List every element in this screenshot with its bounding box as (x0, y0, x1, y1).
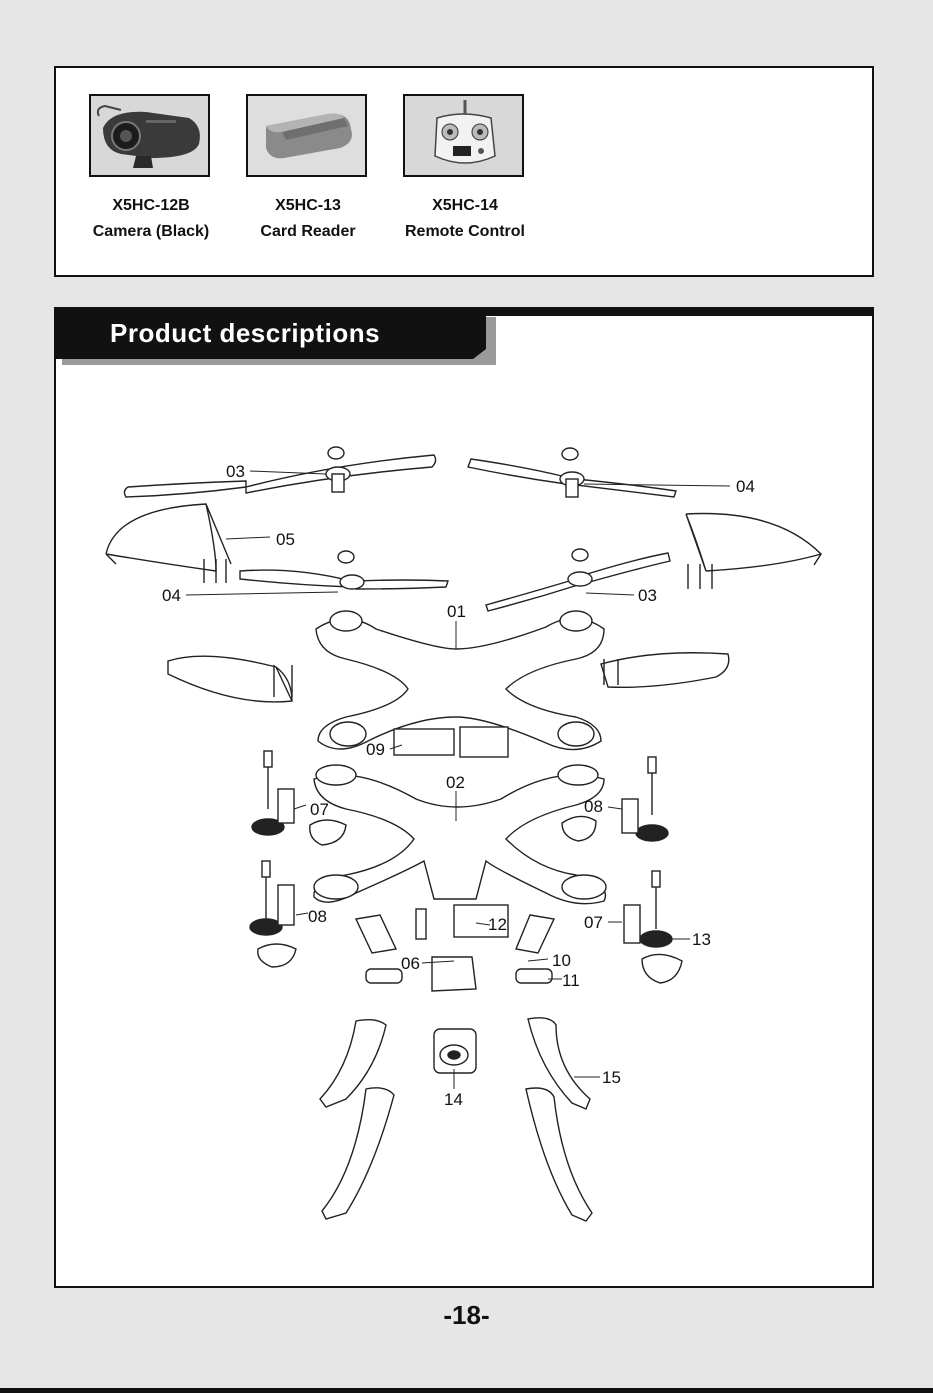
part-code: X5HC-13 (223, 197, 393, 215)
callout-04: 04 (162, 586, 181, 605)
part-code: X5HC-12B (66, 197, 236, 215)
light-clip-left (366, 969, 402, 983)
camera-module-part (434, 1029, 476, 1073)
callout-09: 09 (366, 740, 385, 759)
propeller-top-right (468, 448, 676, 497)
battery-part (460, 727, 508, 757)
accessory-remote-control: X5HC-14 Remote Control (380, 94, 550, 241)
accessory-parts-panel: X5HC-12B Camera (Black) X5HC-13 Card Rea… (54, 66, 874, 277)
callout-01: 01 (447, 602, 466, 621)
led-cover-right (516, 915, 554, 953)
part-name: Card Reader (223, 223, 393, 241)
accessory-card-reader: X5HC-13 Card Reader (223, 94, 393, 241)
propeller-guard-upper-left (106, 504, 231, 583)
callout-10: 10 (552, 951, 571, 970)
callout-08: 08 (584, 797, 603, 816)
remote-control-icon (403, 94, 524, 177)
callout-11: 11 (562, 971, 580, 990)
accessory-camera: X5HC-12B Camera (Black) (66, 94, 236, 241)
landing-leg-rear-left (322, 1088, 394, 1219)
exploded-parts-diagram: 03 04 05 04 03 01 09 02 07 08 08 07 12 1… (56, 309, 872, 1286)
motor-shaft-left-lower (250, 861, 296, 967)
propeller-guard-upper-right (686, 514, 821, 590)
motor-shaft-right-lower (624, 871, 682, 983)
light-clip-right (516, 969, 552, 983)
callout-04: 04 (736, 477, 755, 496)
product-descriptions-panel: Product descriptions (54, 307, 874, 1288)
callout-02: 02 (446, 773, 465, 792)
callout-14: 14 (444, 1090, 463, 1109)
callout-05: 05 (276, 530, 295, 549)
callout-06: 06 (401, 954, 420, 973)
callout-07: 07 (584, 913, 603, 932)
callout-15: 15 (602, 1068, 621, 1087)
propeller-middle-left (240, 551, 448, 589)
card-reader-icon (246, 94, 367, 177)
page-number: -18- (0, 1300, 933, 1331)
bottom-rule (0, 1388, 933, 1393)
camera-icon (89, 94, 210, 177)
battery-compartment-part (394, 729, 454, 755)
part-name: Camera (Black) (66, 223, 236, 241)
callout-13: 13 (692, 930, 711, 949)
propeller-guard-lower-right (601, 653, 729, 688)
led-cover-left (356, 915, 396, 953)
callout-08: 08 (308, 907, 327, 926)
part-code: X5HC-14 (380, 197, 550, 215)
callout-03: 03 (638, 586, 657, 605)
callout-03: 03 (226, 462, 245, 481)
callout-12: 12 (488, 915, 507, 934)
propeller-guard-lower-left (168, 656, 292, 702)
callout-07: 07 (310, 800, 329, 819)
part-name: Remote Control (380, 223, 550, 241)
